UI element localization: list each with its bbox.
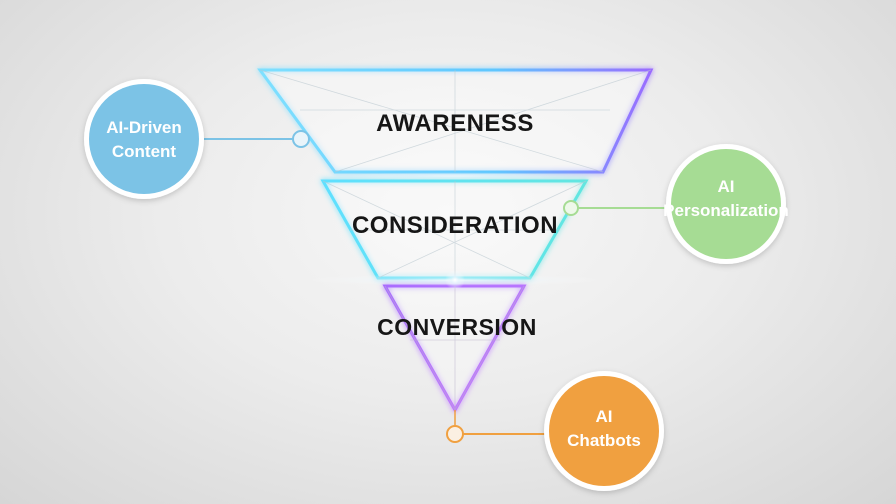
stage-consideration: CONSIDERATION: [320, 179, 589, 280]
light-flares: [305, 172, 605, 290]
stage-label-consideration: CONSIDERATION: [352, 212, 558, 239]
stage-label-awareness: AWARENESS: [376, 110, 534, 137]
callout-label-line1: AI: [718, 177, 735, 196]
callout-label-line1: AI-Driven: [106, 118, 182, 137]
connector-dot: [292, 130, 310, 148]
callout-ai-personalization: AI Personalization: [563, 144, 789, 264]
stage-label-conversion: CONVERSION: [377, 314, 537, 340]
connector-dot: [563, 200, 579, 216]
callout-label-line2: Chatbots: [567, 431, 641, 450]
callout-label-line2: Personalization: [663, 201, 789, 220]
connector-dot: [446, 425, 464, 443]
callout-label-line1: AI: [596, 407, 613, 426]
callout-ai-driven-content: AI-Driven Content: [84, 79, 310, 199]
stage-conversion: CONVERSION: [377, 284, 537, 414]
stage-awareness: AWARENESS: [257, 68, 654, 174]
callout-ai-chatbots: AI Chatbots: [446, 371, 664, 491]
callout-label-line2: Content: [112, 142, 177, 161]
